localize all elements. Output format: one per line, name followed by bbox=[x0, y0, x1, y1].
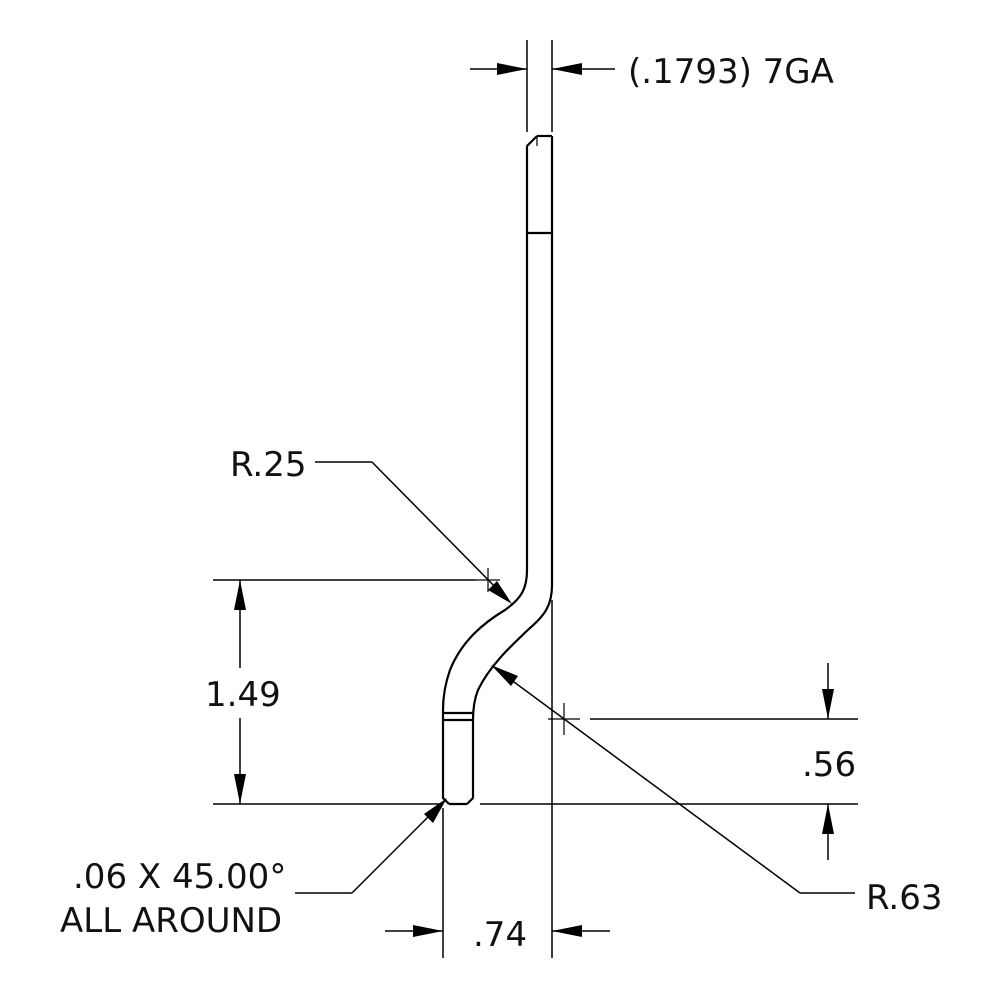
chamfer-callout: .06 X 45.00° ALL AROUND bbox=[60, 798, 447, 941]
thickness-dimension: (.1793) 7GA bbox=[470, 40, 834, 132]
height-label: 1.49 bbox=[205, 675, 281, 715]
width-arrow-right bbox=[552, 925, 582, 937]
offset-dimension: .56 bbox=[480, 663, 858, 860]
width-dimension: .74 bbox=[385, 600, 610, 958]
bracket-inner-edge bbox=[441, 135, 538, 805]
chamfer-label-line2: ALL AROUND bbox=[60, 901, 282, 941]
offset-label: .56 bbox=[802, 745, 856, 785]
large-radius-leader-diagonal bbox=[494, 667, 801, 894]
height-arrow-bottom bbox=[234, 774, 246, 804]
large-radius-callout: R.63 bbox=[491, 665, 942, 918]
large-radius-arrow bbox=[491, 665, 518, 686]
chamfer-arrow bbox=[424, 798, 447, 823]
small-radius-leader-diagonal bbox=[371, 461, 509, 601]
thickness-label: (.1793) 7GA bbox=[628, 52, 834, 92]
width-arrow-left bbox=[413, 925, 443, 937]
small-radius-arrow bbox=[488, 581, 512, 604]
offset-arrow-top bbox=[822, 689, 834, 719]
chamfer-label-line1: .06 X 45.00° bbox=[73, 857, 286, 897]
offset-arrow-bottom bbox=[822, 804, 834, 834]
small-radius-callout: R.25 bbox=[230, 445, 512, 604]
small-radius-label: R.25 bbox=[230, 445, 306, 485]
height-arrow-top bbox=[234, 580, 246, 610]
thickness-arrow-right bbox=[552, 63, 582, 75]
bracket-profile bbox=[441, 134, 554, 806]
height-dimension: 1.49 bbox=[205, 579, 476, 805]
large-radius-label: R.63 bbox=[866, 878, 942, 918]
thickness-arrow-left bbox=[497, 63, 527, 75]
bracket-outer-edge bbox=[466, 136, 554, 805]
width-label: .74 bbox=[473, 915, 527, 955]
